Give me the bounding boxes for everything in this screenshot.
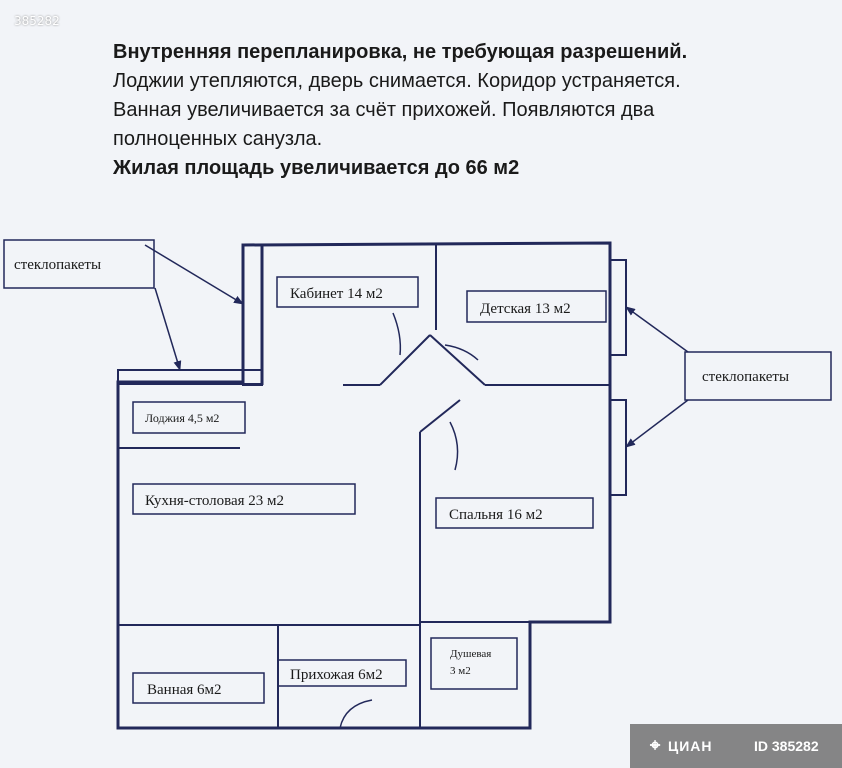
description-area-summary: Жилая площадь увеличивается до 66 м2	[113, 157, 520, 179]
door-swing-cabinet	[392, 312, 402, 356]
wall-diag-corridor	[429, 334, 486, 386]
outer-wall	[116, 241, 612, 730]
room-label-box-bath	[132, 672, 265, 704]
description-title: Внутренняя перепланировка, не требующая …	[113, 41, 688, 63]
wall-diag-cabinet	[379, 334, 431, 386]
room-label-hall: Прихожая 6м2	[290, 667, 383, 683]
callout-arrow	[625, 306, 689, 353]
room-label-kitchen: Кухня-столовая 23 м2	[145, 493, 284, 509]
map-pin-icon: ⌖	[650, 735, 661, 755]
wall-diag-bedroom	[419, 399, 461, 433]
door-swing-bedroom	[449, 421, 459, 471]
description-line: Ванная увеличивается за счёт прихожей. П…	[113, 99, 655, 121]
room-label-box-loggia	[132, 401, 246, 434]
window-kids	[609, 259, 627, 356]
room-label-shower: Душевая	[450, 648, 491, 660]
watermark-id: 385282	[14, 14, 60, 28]
room-label-box-shower	[430, 637, 518, 690]
room-label-box-cabinet	[276, 276, 419, 308]
callout-label: стеклопакеты	[702, 369, 789, 385]
door-swing-hall	[339, 699, 373, 729]
window-bedroom	[609, 399, 627, 496]
callout-label: стеклопакеты	[14, 257, 101, 273]
description-line: полноценных санузла.	[113, 128, 323, 150]
room-label-kids: Детская 13 м2	[480, 301, 571, 317]
room-label-box-bedroom	[435, 497, 594, 529]
room-label-cabinet: Кабинет 14 м2	[290, 286, 383, 302]
room-label-shower: 3 м2	[450, 665, 471, 677]
callout-arrow	[154, 287, 182, 371]
wall-left-frame	[242, 244, 263, 386]
door-swing-kids	[444, 344, 479, 361]
cian-badge: ⌖ ЦИАН ID 385282	[630, 724, 842, 768]
room-label-box-kitchen	[132, 483, 356, 515]
room-label-box-kids	[466, 290, 607, 323]
callout-right-box	[684, 351, 832, 401]
callout-arrow	[625, 399, 689, 448]
callout-left-box	[3, 239, 155, 289]
room-label-bedroom: Спальня 16 м2	[449, 507, 543, 523]
description-line: Лоджии утепляются, дверь снимается. Кори…	[113, 70, 681, 92]
callout-arrow	[144, 244, 244, 305]
listing-id: ID 385282	[754, 738, 819, 754]
cian-logo: ЦИАН	[668, 738, 713, 754]
room-label-bath: Ванная 6м2	[147, 682, 222, 698]
description-block: Внутренняя перепланировка, не требующая …	[113, 38, 833, 183]
room-label-box-hall	[277, 659, 407, 687]
room-label-loggia: Лоджия 4,5 м2	[145, 411, 219, 425]
